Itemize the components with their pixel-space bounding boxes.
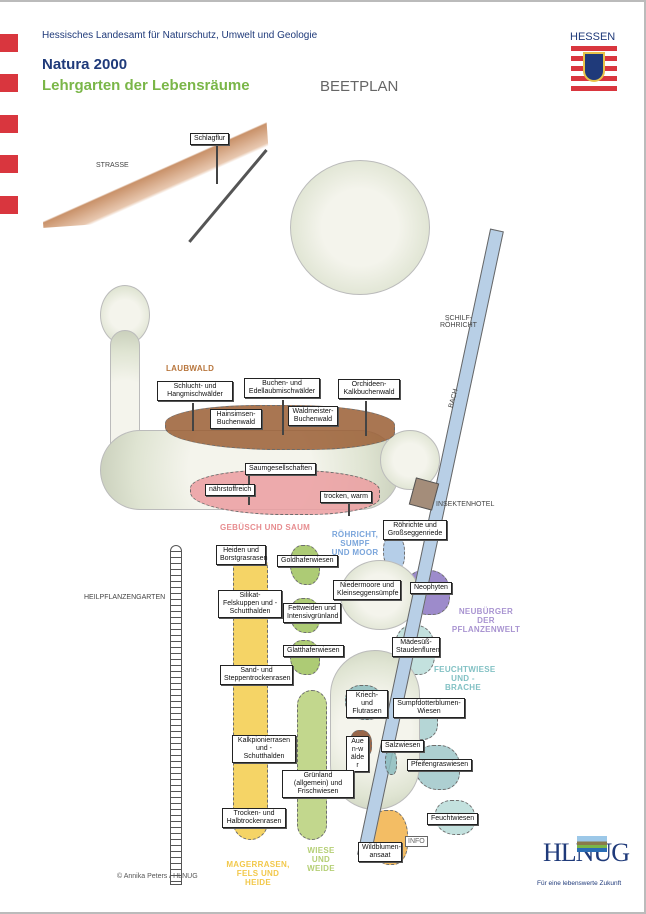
- sign-trocken-halbtrocken: Trocken- und Halbtrockenrasen: [222, 808, 286, 828]
- sign-neophyten: Neophyten: [410, 582, 452, 594]
- zone-wiese: WIESE UND WEIDE: [307, 846, 335, 873]
- reed-label: SCHILF-RÖHRICHT: [440, 315, 477, 329]
- sign-auen: Auen-wälder: [346, 736, 369, 772]
- reed-label-2: RÖHRICHT: [440, 322, 477, 329]
- zone-feuchtwiese: FEUCHTWIESE UND -BRACHE: [434, 665, 496, 692]
- red-marker: [0, 115, 18, 133]
- sign-pfeifengras: Pfeifengraswiesen: [407, 759, 473, 771]
- bed-salz: [385, 750, 397, 775]
- sign-fettweiden: Fettweiden und Intensivgrünland: [283, 603, 341, 623]
- sign-niedermoore: Niedermoore und Kleinseggensümpfe: [333, 580, 401, 600]
- sign-post: [216, 146, 218, 184]
- sign-post: [282, 400, 284, 435]
- sign-post: [192, 403, 194, 431]
- sign-glatthafer: Glatthaferwiesen: [283, 645, 344, 657]
- tree: [290, 160, 430, 295]
- sign-orchideen: Orchideen-Kalkbuchenwald: [338, 379, 400, 399]
- zone-gebuesch: GEBÜSCH UND SAUM: [220, 523, 311, 532]
- sign-waldmeister: Waldmeister-Buchenwald: [288, 406, 338, 426]
- sign-wildblumen: Wildblumen-ansaat: [358, 842, 402, 862]
- sign-kriech: Kriech- und Flutrasen: [346, 690, 388, 718]
- sign-gruenland: Grünland (allgemein) und Frischwiesen: [282, 770, 354, 798]
- red-marker: [0, 155, 18, 173]
- tagline: Für eine lebenswerte Zukunft: [537, 880, 622, 887]
- sign-post: [348, 502, 350, 516]
- sign-feuchtwiesen: Feuchtwiesen: [427, 813, 479, 825]
- sign-goldhafer: Goldhaferwiesen: [277, 555, 338, 567]
- street-label: STRASSE: [96, 162, 129, 169]
- red-marker: [0, 34, 18, 52]
- sign-hainsimsen: Hainsimsen-Buchenwald: [210, 409, 262, 429]
- sign-naehrstoffreich: nährstoffreich: [205, 484, 256, 496]
- tree: [100, 285, 150, 345]
- sign-kalkpionier: Kalkpionierrasen und -Schutthalden: [232, 735, 296, 763]
- garden-path: [170, 545, 182, 885]
- sign-roehrichte: Röhrichte und Großseggenriede: [383, 520, 447, 540]
- credit: © Annika Peters / HLNUG: [117, 873, 198, 880]
- zone-neubuerger: NEUBÜRGER DER PFLANZENWELT: [451, 607, 521, 634]
- hessen-coat-of-arms-logo: [571, 46, 617, 92]
- bed-laubwald: [165, 405, 395, 450]
- zone-magerrasen: MAGERRASEN, FELS UND HEIDE: [226, 860, 290, 887]
- zone-laubwald: LAUBWALD: [166, 364, 215, 373]
- zone-roehricht: RÖHRICHT, SUMPF UND MOOR: [331, 530, 379, 557]
- info-board: INFO: [405, 836, 428, 847]
- hessen-label: HESSEN: [570, 31, 616, 43]
- sign-buchen: Buchen- und Edellaubmischwälder: [244, 378, 320, 398]
- sign-sand: Sand- und Steppentrockenrasen: [220, 665, 293, 685]
- page-title: Natura 2000: [42, 56, 128, 73]
- sign-saum: Saumgesellschaften: [245, 463, 317, 475]
- red-marker: [0, 196, 18, 214]
- sign-sumpfdotter: Sumpfdotterblumen-Wiesen: [393, 698, 465, 718]
- bed-gruenland: [297, 690, 327, 840]
- sign-trocken-warm: trocken, warm: [320, 491, 372, 503]
- sign-post: [365, 401, 367, 436]
- sign-maedesuess: Mädesüß-Staudenfluren: [392, 637, 440, 657]
- page-subtitle: Lehrgarten der Lebensräume: [42, 77, 250, 94]
- reed-label-1: SCHILF-: [444, 315, 473, 322]
- doc-type: BEETPLAN: [320, 78, 399, 95]
- sign-schlagflur: Schlagflur: [190, 133, 230, 145]
- sign-schlucht: Schlucht- und Hangmischwälder: [157, 381, 233, 401]
- sign-salz: Salzwiesen: [381, 740, 425, 752]
- sign-heiden: Heiden und Borstgrasrasen: [216, 545, 267, 565]
- sign-silikat: Silikat-Felskuppen und -Schutthalden: [218, 590, 282, 618]
- institution-name: Hessisches Landesamt für Naturschutz, Um…: [42, 30, 318, 41]
- hlnug-logo-mark: [577, 836, 607, 852]
- insect-hotel-label: INSEKTENHOTEL: [436, 501, 495, 508]
- street-slope: [37, 122, 273, 228]
- herb-garden-label: HEILPFLANZENGARTEN: [84, 594, 166, 601]
- red-marker: [0, 74, 18, 92]
- tree: [380, 430, 440, 490]
